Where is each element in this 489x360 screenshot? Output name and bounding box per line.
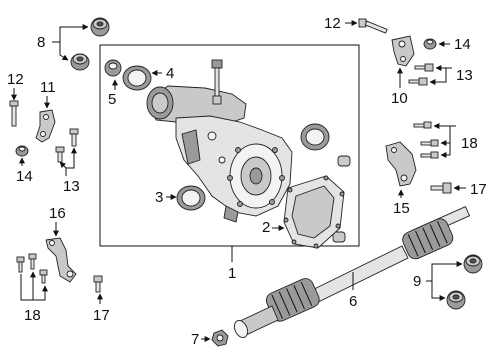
callout-7: 7 xyxy=(191,331,199,348)
callout-2: 2 xyxy=(262,219,270,236)
axle-seal-right[interactable] xyxy=(300,123,330,151)
callout-10: 10 xyxy=(391,90,408,107)
axle-shaft-part-6[interactable] xyxy=(232,206,471,340)
bolt-part-18-right-a[interactable] xyxy=(413,121,432,129)
callout-15: 15 xyxy=(393,200,410,217)
bolt-part-12-left[interactable] xyxy=(9,100,19,127)
bracket-part-11[interactable] xyxy=(35,109,56,143)
bushing-lower-part-8[interactable] xyxy=(70,53,90,71)
callout-1: 1 xyxy=(228,265,236,282)
callout-13-left: 13 xyxy=(63,178,80,195)
callout-16: 16 xyxy=(49,205,66,222)
bolt-part-12-right[interactable] xyxy=(358,18,388,34)
callout-5: 5 xyxy=(108,91,116,108)
bracket-part-10[interactable] xyxy=(391,35,415,67)
callout-17-left: 17 xyxy=(93,307,110,324)
nut-part-14-left[interactable] xyxy=(15,145,29,157)
callout-18-left: 18 xyxy=(24,307,41,324)
bushing-lower-part-9[interactable] xyxy=(446,290,466,310)
plug-lower[interactable] xyxy=(332,231,346,243)
callout-4: 4 xyxy=(166,65,174,82)
bolt-part-17-left[interactable] xyxy=(93,275,103,293)
bolt-part-13-upper[interactable] xyxy=(69,128,79,147)
plug-upper[interactable] xyxy=(337,155,351,167)
nut-part-14-right[interactable] xyxy=(423,38,437,50)
seal-part-3[interactable] xyxy=(176,185,206,211)
callout-11: 11 xyxy=(40,79,56,96)
callout-12-right: 12 xyxy=(324,15,341,32)
bolt-part-18-right-b[interactable] xyxy=(420,139,439,147)
bolt-part-18-b[interactable] xyxy=(28,253,37,270)
callout-14-right: 14 xyxy=(454,36,471,53)
bracket-part-16[interactable] xyxy=(45,237,77,283)
axle-nut-part-7[interactable] xyxy=(211,329,229,347)
vent-tube[interactable] xyxy=(211,59,223,105)
bolt-part-13-lower[interactable] xyxy=(55,146,65,163)
differential-housing[interactable] xyxy=(146,85,293,223)
callout-13-right: 13 xyxy=(456,67,473,84)
callout-3: 3 xyxy=(155,189,163,206)
callout-6: 6 xyxy=(349,293,357,310)
bolt-part-13-right-b[interactable] xyxy=(408,77,428,86)
callout-14-left: 14 xyxy=(16,168,33,185)
callout-12-left: 12 xyxy=(7,71,24,88)
bracket-part-15[interactable] xyxy=(385,141,417,187)
bolt-part-18-c[interactable] xyxy=(39,269,48,284)
rear-cover-part-2[interactable] xyxy=(283,175,345,249)
seal-part-4[interactable] xyxy=(122,65,152,91)
callout-9: 9 xyxy=(413,273,421,290)
bushing-upper-part-8[interactable] xyxy=(90,17,110,37)
nut-part-5[interactable] xyxy=(104,59,122,77)
callout-18-right: 18 xyxy=(461,135,478,152)
bolt-part-18-a[interactable] xyxy=(16,256,25,273)
callout-8: 8 xyxy=(37,34,45,51)
callout-17-right: 17 xyxy=(470,181,487,198)
assembly-outline-box xyxy=(99,44,360,247)
bushing-upper-part-9[interactable] xyxy=(463,254,483,274)
bolt-part-13-right-a[interactable] xyxy=(414,63,434,72)
bolt-part-17-right[interactable] xyxy=(430,182,452,194)
bolt-part-18-right-c[interactable] xyxy=(420,151,439,159)
